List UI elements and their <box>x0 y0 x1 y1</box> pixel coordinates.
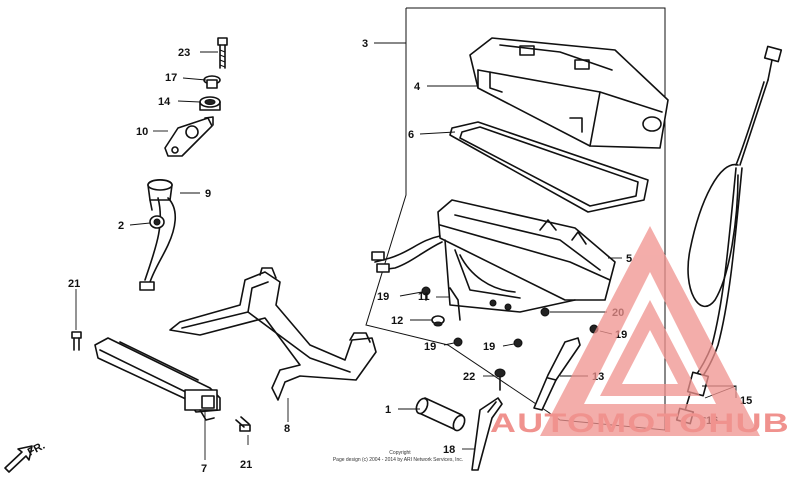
callout-22: 22 <box>463 371 475 383</box>
screw-22 <box>494 368 506 391</box>
watermark-logo <box>540 226 760 436</box>
band-18 <box>471 397 503 471</box>
stay-11 <box>449 287 461 321</box>
callout-10: 10 <box>136 126 148 138</box>
rubber-14 <box>199 96 221 111</box>
screw-19-b <box>453 337 463 347</box>
screw-12 <box>431 315 445 327</box>
bolt-21-bottom <box>235 416 251 432</box>
front-arrow-label: FR. <box>26 440 47 459</box>
callout-12: 12 <box>391 315 403 327</box>
callout-21-left: 21 <box>68 278 80 290</box>
callout-14: 14 <box>158 96 171 108</box>
watermark-triangle-icon <box>540 226 760 436</box>
strap-13 <box>533 337 581 411</box>
callout-8: 8 <box>284 423 290 435</box>
meter-assembly-5 <box>371 199 616 313</box>
callout-4: 4 <box>414 81 421 93</box>
front-direction-marker: FR. <box>4 440 47 473</box>
socket-9 <box>139 178 176 291</box>
callout-19-a: 19 <box>377 291 389 303</box>
washer-17 <box>203 75 221 89</box>
callout-11: 11 <box>418 291 430 303</box>
callout-9: 9 <box>205 188 211 200</box>
speedometer-cable-15 <box>675 45 783 425</box>
bolt-23 <box>217 37 228 69</box>
callout-7: 7 <box>201 463 207 475</box>
callout-23: 23 <box>178 47 190 59</box>
copyright-notice: Page design (c) 2004 - 2014 by ARI Netwo… <box>333 457 463 463</box>
callout-3: 3 <box>362 38 368 50</box>
grommet-20 <box>540 307 550 317</box>
screw-19-c <box>513 338 523 348</box>
gasket-6 <box>449 121 649 213</box>
callout-6: 6 <box>408 129 414 141</box>
callout-2: 2 <box>118 220 124 232</box>
callout-19-b: 19 <box>424 341 436 353</box>
copyright-title: Copyright <box>389 450 411 456</box>
meter-stay-8 <box>169 267 377 401</box>
bracket-7 <box>94 337 221 421</box>
callout-21-bottom: 21 <box>240 459 252 471</box>
callout-1: 1 <box>385 404 391 416</box>
screw-19-a <box>421 286 431 301</box>
bracket-10 <box>164 116 214 157</box>
callout-17: 17 <box>165 72 177 84</box>
bolt-21-left <box>71 331 82 351</box>
meter-case-4 <box>469 37 669 149</box>
callout-18: 18 <box>443 444 455 456</box>
tube-1 <box>415 397 466 432</box>
bulb-2 <box>149 215 165 229</box>
callout-19-c: 19 <box>483 341 495 353</box>
watermark-brand: AUTOMOTOHUB <box>490 408 790 438</box>
callout-5: 5 <box>626 253 632 265</box>
